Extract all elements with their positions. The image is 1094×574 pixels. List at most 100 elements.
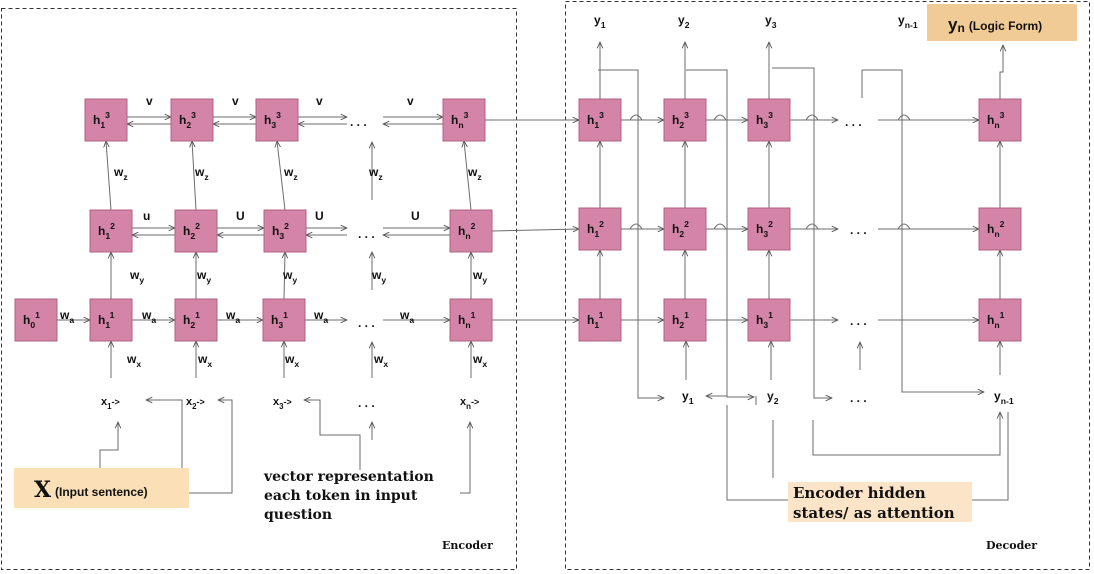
enc-l1-node-3-label: h31	[271, 310, 288, 330]
dec-y-ellipsis: . . .	[850, 391, 867, 405]
dec-attn-1	[726, 405, 788, 501]
dec-l2-node-2	[663, 207, 707, 251]
dec-l3-node-2-label: h23	[672, 110, 689, 130]
enc-weight-wx-1: wx	[197, 352, 212, 369]
enc-weight-wx-2: wx	[284, 352, 299, 369]
attention-note-box	[788, 482, 972, 522]
dec-l2-node-2-label: h22	[672, 219, 689, 239]
dec-l3-hop-2	[805, 114, 819, 121]
enc-weight-wz-2: wz	[283, 165, 298, 182]
enc-l3-node-4-label: hn3	[451, 110, 469, 130]
dec-l2-node-1-label: h12	[587, 219, 604, 239]
enc-x-conn-3	[189, 400, 233, 494]
enc-weight-wy-2: wy	[282, 268, 297, 285]
decoder-border	[565, 1, 1090, 570]
enc-weight-u-2: U	[315, 209, 324, 223]
dec-l1-node-4	[978, 298, 1022, 342]
enc-input-x-4: xn->	[460, 396, 479, 411]
dec-l3-node-3-label: h33	[756, 110, 773, 130]
enc-l3-node-1-label: h13	[93, 110, 110, 130]
enc-h0	[14, 298, 58, 342]
enc-l3-ellipsis: . . .	[350, 115, 367, 129]
attention-note-line1: Encoder hidden	[793, 484, 926, 502]
enc-l1-node-4	[449, 298, 493, 342]
dec-output-top-2: y2	[678, 13, 690, 30]
input-sentence-small: (Input sentence)	[55, 485, 148, 499]
dec-l2-hop-2	[805, 223, 819, 230]
enc-weight-wa-2: wa	[225, 308, 240, 325]
enc-weight-wx-3: wx	[373, 352, 388, 369]
enc-l1-node-4-label: hn1	[458, 310, 476, 330]
dec-l3-node-1	[578, 98, 622, 142]
enc-l1-ellipsis: . . .	[358, 316, 375, 330]
enc-l2-node-1-label: h12	[98, 221, 115, 241]
enc-vert-1to2-2	[284, 252, 285, 300]
enc-weight-wz-0: wz	[113, 165, 128, 182]
dec-l2-node-3-label: h32	[756, 219, 773, 239]
enc-weight-v-0: v	[146, 94, 153, 108]
dec-l3-node-4	[978, 98, 1022, 142]
dec-l1-node-1-label: h11	[587, 310, 604, 330]
input-sentence-big: X	[34, 477, 52, 503]
enc-h0-label: h01	[23, 310, 40, 330]
enc-dec-link-2	[491, 229, 579, 231]
dec-feedback-1	[598, 69, 664, 398]
dec-l3-ellipsis: . . .	[845, 115, 862, 129]
enc-l2-node-2-label: h22	[183, 221, 200, 241]
dec-l3-node-4-label: hn3	[987, 110, 1005, 130]
enc-vert-2to3-0	[106, 141, 112, 211]
encoder-section-label: Encoder	[442, 539, 493, 552]
vector-note-line1: vector representation	[263, 469, 434, 485]
enc-l1-node-1-label: h11	[98, 310, 115, 330]
enc-l2-node-4	[449, 209, 493, 253]
enc-l1-node-2	[174, 298, 218, 342]
dec-l2-node-4	[978, 207, 1022, 251]
enc-weight-v-3: v	[407, 94, 414, 108]
logic-form-box	[927, 4, 1077, 41]
attention-note-line2: states/ as attention	[793, 504, 955, 522]
dec-input-y-2: yn-1	[994, 389, 1014, 406]
enc-weight-wx-4: wx	[472, 352, 487, 369]
vector-note-line3: question	[264, 507, 332, 523]
enc-weight-wy-3: wy	[371, 268, 386, 285]
dec-l3-hop-3	[897, 114, 911, 121]
enc-vert-2to3-1	[192, 141, 197, 211]
enc-input-x-3: x3->	[273, 396, 292, 411]
enc-l3-node-3	[255, 98, 299, 142]
dec-l2-node-3	[747, 207, 791, 251]
enc-l3-node-4	[442, 98, 486, 142]
enc-x-conn-6	[460, 422, 470, 494]
dec-l1-node-2-label: h21	[672, 310, 689, 330]
enc-l2-node-2	[174, 209, 218, 253]
enc-weight-u-3: U	[411, 209, 420, 223]
dec-l2-hop-3	[897, 223, 911, 230]
enc-weight-v-1: v	[232, 94, 239, 108]
enc-vert-2to3-2	[277, 141, 286, 211]
enc-weight-wa-4: wa	[399, 308, 414, 325]
dec-l3-node-2	[663, 98, 707, 142]
dec-output-top-1: y1	[594, 13, 606, 30]
dec-output-final: yn(Logic Form)	[948, 15, 1042, 35]
enc-input-x-1: x1->	[101, 396, 120, 411]
dec-l3-node-3	[747, 98, 791, 142]
dec-l1-node-2	[663, 298, 707, 342]
enc-weight-wy-0: wy	[129, 268, 144, 285]
dec-l2-ellipsis: . . .	[850, 223, 867, 237]
enc-x-ellipsis: . . .	[358, 396, 375, 410]
enc-l2-ellipsis: . . .	[358, 227, 375, 241]
dec-l1-node-1	[578, 298, 622, 342]
enc-weight-u-1: U	[236, 209, 245, 223]
dec-l2-node-1	[578, 207, 622, 251]
dec-l3-node-1-label: h13	[587, 110, 604, 130]
enc-weight-wz-4: wz	[467, 165, 482, 182]
enc-l2-node-1	[89, 209, 133, 253]
enc-weight-wz-1: wz	[194, 165, 209, 182]
encoder-border	[1, 8, 517, 570]
enc-x-conn-2	[146, 400, 183, 468]
enc-l2-node-3	[263, 209, 307, 253]
enc-l3-node-2-label: h23	[179, 110, 196, 130]
enc-weight-v-2: v	[316, 94, 323, 108]
dec-feedback-2	[686, 69, 754, 397]
vector-note-line2: each token in input	[264, 488, 418, 504]
